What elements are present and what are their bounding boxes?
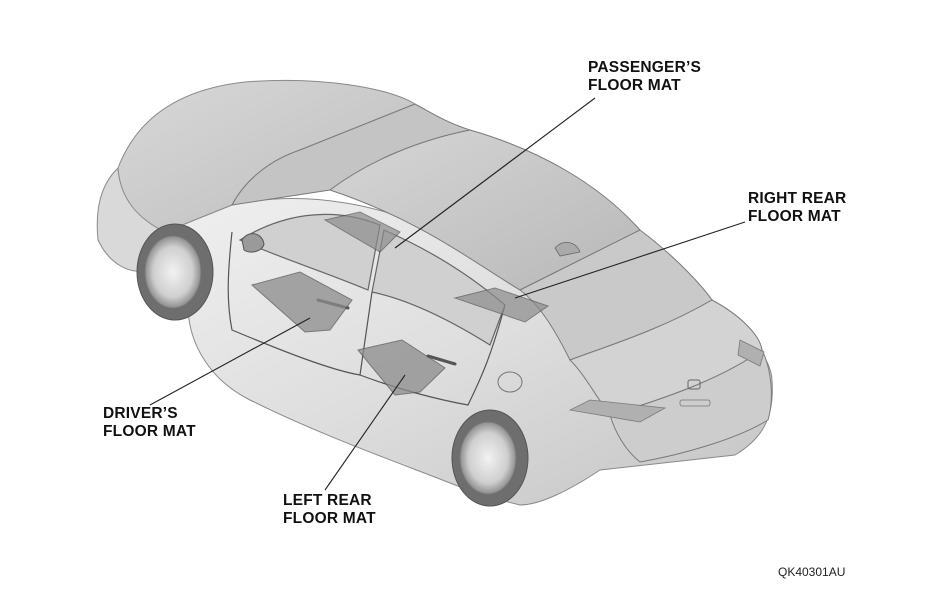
car-tail-light-right xyxy=(737,339,765,367)
car-side-mirror xyxy=(241,233,265,253)
passengers-floor-mat-label-line-2: FLOOR MAT xyxy=(588,77,681,94)
car-rear-side-window xyxy=(371,229,506,346)
left-rear-floor-mat-label-line-2: FLOOR MAT xyxy=(283,510,376,527)
car-antenna xyxy=(554,242,581,257)
leader-left-rear xyxy=(324,374,406,491)
leader-passenger xyxy=(394,97,596,249)
drivers-floor-mat xyxy=(250,271,353,333)
rear-left-rim xyxy=(459,421,517,495)
figure-code: QK40301AU xyxy=(778,565,846,579)
drivers-floor-mat-label-line-2: FLOOR MAT xyxy=(103,423,196,440)
leader-right-rear xyxy=(514,221,746,299)
left-rear-floor-mat xyxy=(357,339,446,396)
car-badge xyxy=(679,399,711,407)
passengers-floor-mat xyxy=(323,211,401,253)
right-rear-floor-mat-label-line-1: RIGHT REAR xyxy=(748,190,847,207)
car-fuel-door xyxy=(497,371,523,393)
car-emblem xyxy=(687,379,701,390)
passengers-floor-mat-label: PASSENGER’S FLOOR MAT xyxy=(588,59,701,95)
leader-driver xyxy=(149,317,311,406)
right-rear-floor-mat xyxy=(453,287,550,323)
passengers-floor-mat-label-line-1: PASSENGER’S xyxy=(588,59,702,76)
car-tail-light xyxy=(568,399,667,423)
right-rear-floor-mat-label-line-2: FLOOR MAT xyxy=(748,208,841,225)
left-rear-floor-mat-label-line-1: LEFT REAR xyxy=(283,492,372,509)
car-front-door-line xyxy=(227,231,373,376)
drivers-floor-mat-label: DRIVER’S FLOOR MAT xyxy=(103,405,196,441)
front-left-rim xyxy=(144,235,202,309)
left-rear-floor-mat-label: LEFT REAR FLOOR MAT xyxy=(283,492,376,528)
car-wheels xyxy=(136,223,529,507)
leader-lines xyxy=(149,97,746,491)
right-rear-floor-mat-label: RIGHT REAR FLOOR MAT xyxy=(748,190,846,226)
car-rear-door-handle xyxy=(426,354,457,366)
drivers-floor-mat-label-line-1: DRIVER’S xyxy=(103,405,178,422)
floor-mats xyxy=(250,211,550,396)
